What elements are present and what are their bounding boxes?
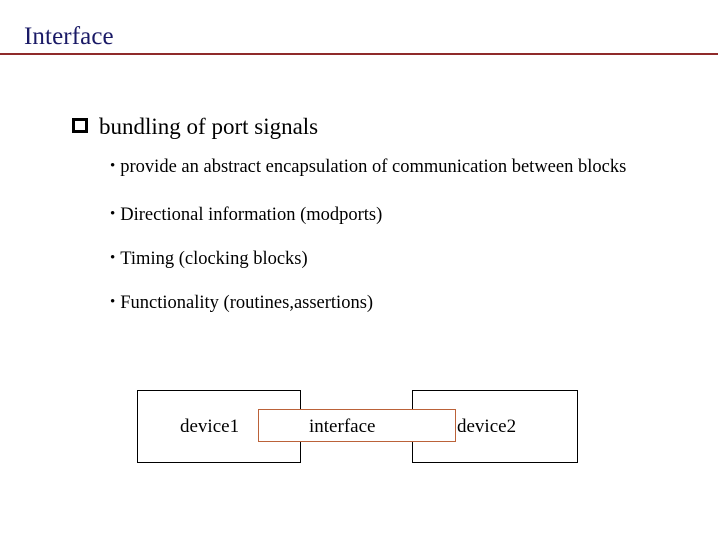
- device2-box: [412, 390, 578, 463]
- level2-bullet-label: Timing (clocking blocks): [120, 249, 308, 269]
- title-divider-rule: [0, 53, 718, 55]
- level2-bullet-item: •Functionality (routines,assertions): [110, 290, 660, 316]
- level1-bullet-label: bundling of port signals: [99, 114, 319, 139]
- interface-label: interface: [309, 416, 376, 437]
- level2-bullet-item: •Directional information (modports): [110, 202, 660, 228]
- level2-bullet-item: •Timing (clocking blocks): [110, 246, 660, 272]
- slide-body: bundling of port signals •provide an abs…: [0, 112, 720, 316]
- hollow-square-bullet-icon: [72, 118, 88, 133]
- level1-bullet-item: bundling of port signals: [72, 112, 720, 142]
- round-bullet-icon: •: [110, 206, 116, 222]
- round-bullet-icon: •: [110, 250, 116, 266]
- device2-label: device2: [457, 416, 517, 437]
- level2-bullet-label: Functionality (routines,assertions): [120, 293, 374, 313]
- interface-connector-box: [258, 409, 456, 442]
- round-bullet-icon: •: [110, 158, 116, 174]
- level2-bullet-label: provide an abstract encapsulation of com…: [120, 157, 627, 177]
- device1-box: [137, 390, 301, 463]
- device1-label: device1: [180, 416, 240, 437]
- slide-title-block: Interface: [0, 22, 720, 58]
- level2-bullet-label: Directional information (modports): [120, 205, 383, 225]
- level2-bullet-item: •provide an abstract encapsulation of co…: [110, 154, 662, 180]
- round-bullet-icon: •: [110, 294, 116, 310]
- page-title: Interface: [24, 23, 114, 50]
